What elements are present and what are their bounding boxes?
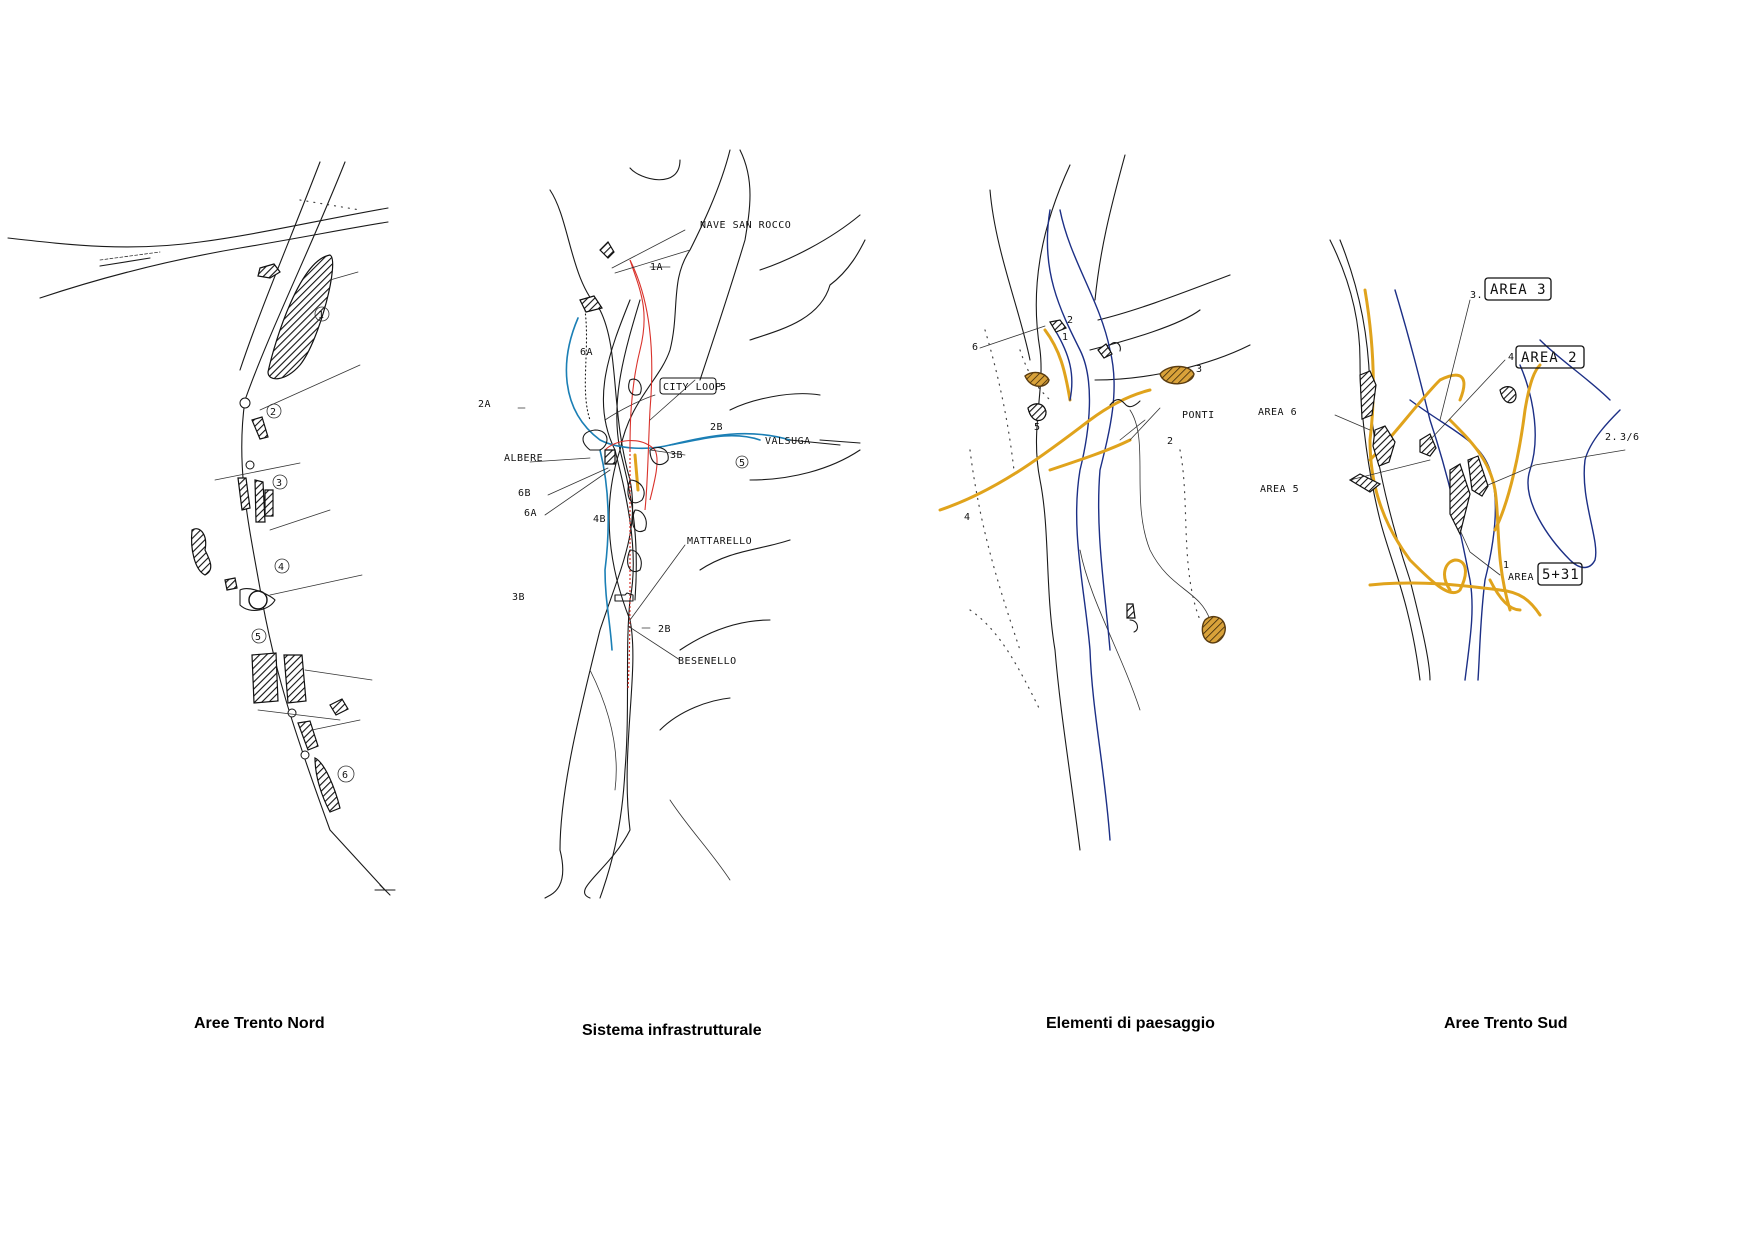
marker-2: 2 [270, 407, 277, 418]
label-5: 5 [1034, 422, 1041, 433]
label-1: 1 [1062, 332, 1069, 343]
marker-6: 6 [342, 770, 349, 781]
sketch-trento-sud: 3. AREA 3 4 AREA 2 AREA 6 AREA 5 2. 3/6 … [1258, 200, 1750, 1032]
label-4: 4 [1508, 352, 1515, 363]
marker-5: 5 [255, 632, 262, 643]
trento-nord-drawing: 1 2 3 4 5 6 [7, 161, 396, 896]
label-4b: 4B [593, 514, 606, 525]
label-6a-top: 6A [580, 347, 593, 358]
caption-trento-sud: Aree Trento Sud [1444, 1015, 1568, 1032]
sketch-trento-nord: 1 2 3 4 5 6 Aree Trento N [0, 150, 400, 1032]
label-5: 5 [720, 382, 727, 393]
label-besenello: BESENELLO [678, 656, 737, 667]
paesaggio-drawing: 6 2 1 3 5 PONTI 2 4 [938, 154, 1251, 851]
label-2-dot: 2. [1605, 432, 1618, 443]
infrastruttura-drawing: NAVE SAN ROCCO 1A 2A 6A CITY LOOP 5 2B V… [478, 149, 866, 899]
label-6b: 6B [518, 488, 531, 499]
label-6a: 6A [524, 508, 537, 519]
label-1-sup: 1 [1503, 560, 1510, 571]
label-area-text: AREA [1508, 572, 1534, 583]
label-albere: ALBERE [504, 453, 543, 464]
label-5-31: 5+31 [1542, 567, 1580, 583]
label-2-top: 2 [1067, 315, 1074, 326]
trento-sud-drawing: 3. AREA 3 4 AREA 2 AREA 6 AREA 5 2. 3/6 … [1258, 239, 1640, 681]
label-3-dot: 3. [1470, 290, 1483, 301]
marker-1: 1 [318, 310, 325, 321]
label-1a: 1A [650, 262, 663, 273]
label-nave-san-rocco: NAVE SAN ROCCO [700, 220, 791, 231]
sketch-infrastruttura: NAVE SAN ROCCO 1A 2A 6A CITY LOOP 5 2B V… [478, 149, 910, 1039]
label-area-6: AREA 6 [1258, 407, 1297, 418]
label-3b-left: 3B [512, 592, 525, 603]
label-mattarello: MATTARELLO [687, 536, 752, 547]
label-3b-right: 3B [670, 450, 683, 461]
label-3: 3 [1196, 364, 1203, 375]
label-area-3: AREA 3 [1490, 282, 1547, 298]
marker-4: 4 [278, 562, 285, 573]
sketch-paesaggio: 6 2 1 3 5 PONTI 2 4 Elementi di paesaggi… [930, 150, 1310, 1032]
label-area-2: AREA 2 [1521, 350, 1578, 366]
label-5-circle: 5 [739, 458, 746, 469]
caption-infrastruttura: Sistema infrastrutturale [582, 1022, 762, 1039]
label-2: 2 [1167, 436, 1174, 447]
caption-paesaggio: Elementi di paesaggio [1046, 1015, 1215, 1032]
label-ponti: PONTI [1182, 410, 1215, 421]
label-2b-right: 2B [710, 422, 723, 433]
label-2a: 2A [478, 399, 491, 410]
label-cityloop: CITY LOOP [663, 382, 722, 393]
label-4: 4 [964, 512, 971, 523]
label-3-6: 3/6 [1620, 432, 1640, 443]
label-area-5: AREA 5 [1260, 484, 1299, 495]
caption-trento-nord: Aree Trento Nord [194, 1015, 325, 1032]
marker-3: 3 [276, 478, 283, 489]
label-2b-low: 2B [658, 624, 671, 635]
label-valsuga: VALSUGA [765, 436, 811, 447]
label-6: 6 [972, 342, 979, 353]
